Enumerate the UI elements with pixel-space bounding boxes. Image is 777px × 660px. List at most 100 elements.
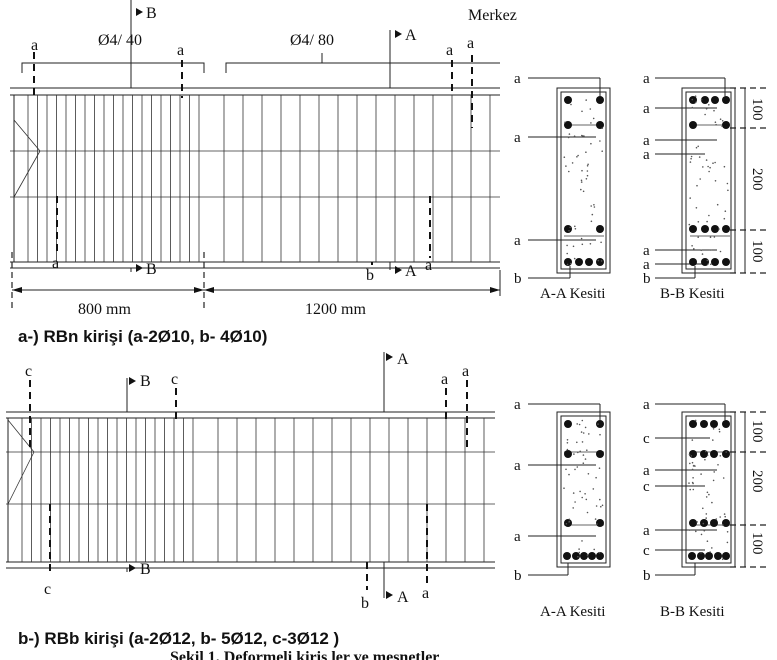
concrete-dot [590,220,593,223]
concrete-dot [585,99,587,101]
concrete-dot [566,252,568,255]
concrete-dot [580,181,583,183]
concrete-dot [690,155,693,158]
concrete-dot [703,529,706,532]
beam-b-elevation: B B A A c c a a c a b b-) RBb kirişi (a-… [6,351,495,648]
concrete-dot [721,558,724,561]
concrete-dot [586,165,589,167]
beam-b-section-mark-b-bottom: B [140,561,151,578]
dimension-label-right: 1200 mm [305,301,366,318]
concrete-dot [568,473,570,476]
concrete-dot [697,236,699,238]
concrete-dot [688,482,690,484]
concrete-dot [565,468,567,471]
concrete-dot [600,260,603,262]
section-title-aa: A-A Kesiti [540,604,605,620]
concrete-dot [591,213,594,216]
concrete-dot [689,197,691,199]
bar-mark-a: a [441,371,448,388]
concrete-dot [705,450,707,453]
concrete-dot [714,121,717,123]
concrete-dot [705,108,708,110]
concrete-dot [718,228,720,230]
bar-mark-b: b [366,267,374,284]
concrete-dot [691,481,694,484]
section-bar-mark-a: a [514,130,521,146]
beam-b-stirrups [21,418,485,562]
concrete-dot [712,479,715,482]
concrete-dot [581,243,584,246]
concrete-dot [597,423,599,425]
concrete-dot [570,103,572,106]
beam-b-section-mark-a-top: A [397,351,409,368]
concrete-dot [582,462,585,465]
concrete-dot [581,496,583,499]
beam-b-caption: b-) RBb kirişi (a-2Ø12, b- 5Ø12, c-3Ø12 … [18,629,339,648]
concrete-dot [586,449,588,452]
section-title-bb: B-B Kesiti [660,604,725,620]
concrete-dot [568,230,570,232]
concrete-dot [721,125,723,128]
concrete-dot [709,551,711,553]
section-bar-mark-a: a [643,101,650,117]
concrete-dot [601,504,604,507]
concrete-dot [715,123,717,126]
beam-a-section-mark-a-bottom: A [405,263,417,280]
section-bar-mark-a: a [643,243,650,259]
concrete-dot [690,455,693,457]
concrete-dot [698,156,701,158]
bar-mark-a: a [446,42,453,59]
bar-mark-a: a [422,585,429,602]
beam-a-section-mark-b-bottom: B [146,261,157,278]
concrete-dot [707,165,709,168]
concrete-dot [576,423,578,425]
concrete-dot [713,109,715,112]
concrete-dot [568,520,571,523]
stirrup-bracket-right [225,62,500,73]
section-dim-middle: 200 [749,470,765,493]
concrete-dot [713,471,715,473]
concrete-dot [700,533,703,536]
concrete-dot [586,511,589,514]
concrete-dot [700,552,702,554]
concrete-dot [688,529,691,531]
concrete-dot [576,156,578,158]
beam-b-section-mark-b-top: B [140,373,151,390]
concrete-dot [711,501,713,504]
concrete-dot [576,466,579,468]
concrete-dot [599,433,601,436]
section-bar-mark-a: a [643,133,650,149]
section-dim-bottom: 100 [749,532,765,555]
concrete-dot [709,166,711,169]
section-bar-mark-a: a [643,71,650,87]
section-bar-mark-a: a [514,529,521,545]
concrete-dot [722,477,725,479]
concrete-dot [598,551,601,554]
concrete-dot [572,507,574,509]
concrete-dot [574,468,576,471]
concrete-dot [571,162,574,164]
section-dim-bottom: 100 [749,240,765,263]
concrete-dot [600,241,602,244]
concrete-dot [688,223,691,226]
concrete-dot [719,455,722,457]
concrete-dot [582,190,585,193]
section-dim-middle: 200 [749,168,765,191]
section-title-aa: A-A Kesiti [540,286,605,302]
concrete-dot [688,453,691,456]
concrete-dot [726,182,729,185]
concrete-dot [567,136,570,139]
concrete-dot [568,133,571,135]
concrete-dot [689,462,691,465]
section-bar-mark-a: a [514,397,521,413]
concrete-dot [577,556,579,558]
bar-mark-c: c [25,363,32,380]
concrete-dot [714,161,716,164]
concrete-dot [573,135,576,137]
concrete-dot [584,458,587,460]
concrete-dot [691,461,694,464]
concrete-dot [690,157,692,160]
concrete-dot [696,521,698,523]
stirrup-label-right: Ø4/ 80 [290,32,334,49]
concrete-dot [700,249,702,252]
